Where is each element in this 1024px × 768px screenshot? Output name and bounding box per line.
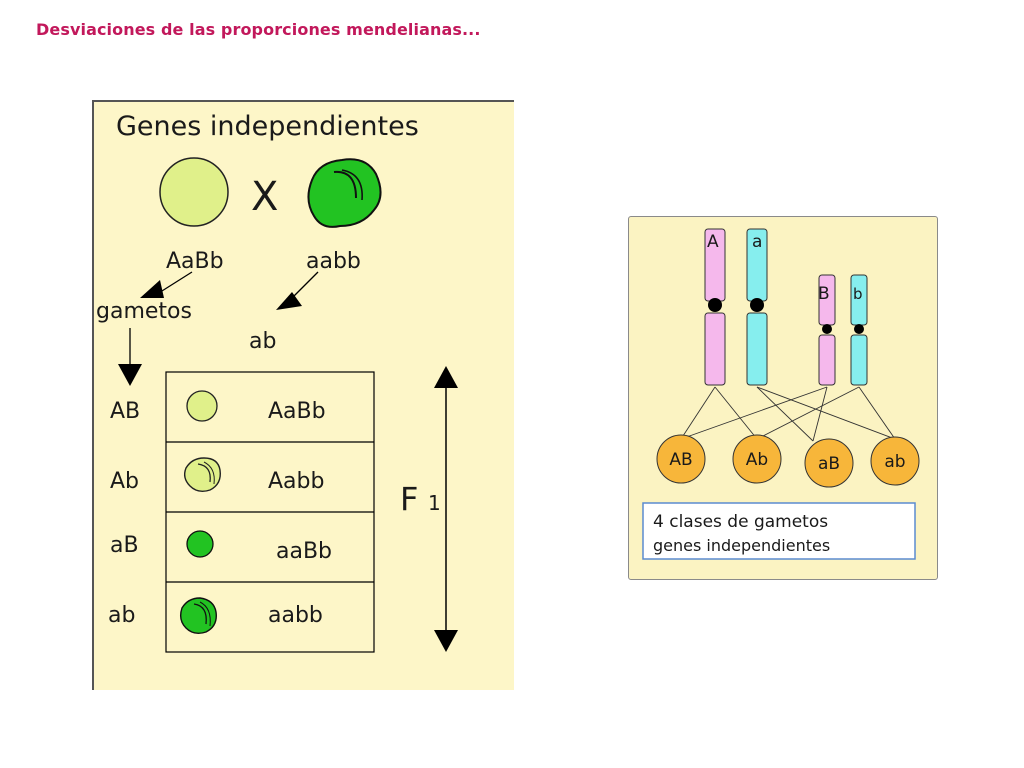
chromosome-icon	[704, 228, 726, 386]
parent2-gamete: ab	[249, 329, 276, 354]
gamete-label: AB	[669, 450, 692, 470]
parent1-genotype: AaBb	[166, 249, 224, 274]
row-gamete: ab	[108, 603, 135, 628]
gamete-formation-panel: A a B b	[628, 216, 938, 580]
chromosome-label: b	[853, 285, 863, 303]
chromosome-label: a	[752, 232, 762, 252]
wrinkled-green-seed-icon	[179, 597, 217, 635]
round-yellow-seed-icon	[186, 390, 218, 422]
chromosome-label: B	[818, 284, 830, 304]
arrow-down-icon	[276, 292, 302, 310]
caption-box	[642, 502, 916, 560]
arrow-down-icon	[118, 364, 142, 386]
row-genotype: aaBb	[276, 539, 332, 564]
caption-line-2: genes independientes	[653, 536, 830, 555]
gamete-label: Ab	[746, 450, 768, 470]
row-genotype: Aabb	[268, 469, 324, 494]
gametos-label: gametos	[96, 299, 192, 324]
chromosome-icon	[818, 274, 836, 386]
gamete-label: ab	[884, 452, 905, 472]
gamete-circle	[870, 436, 920, 486]
parent2-genotype: aabb	[306, 249, 361, 274]
gamete-label: aB	[818, 454, 840, 474]
panel-heading: Genes independientes	[116, 111, 419, 142]
gamete-circle	[732, 434, 782, 484]
double-arrow-vertical-icon	[434, 366, 458, 652]
arrow-down-icon	[140, 280, 164, 298]
generation-subscript: 1	[428, 491, 441, 515]
gamete-circle	[804, 438, 854, 488]
chromosome-icon	[746, 228, 768, 386]
chromosome-icon	[850, 274, 868, 386]
caption-line-1: 4 clases de gametos	[653, 512, 828, 532]
gamete-circle	[656, 434, 706, 484]
round-green-seed-icon	[186, 530, 214, 558]
arrow-to-ab	[289, 271, 319, 301]
generation-label: F	[400, 480, 418, 518]
wrinkled-yellow-seed-icon	[183, 457, 221, 493]
cross-diagram-panel: Genes independientes X AaBb aabb gametos…	[92, 100, 514, 690]
slide-title: Desviaciones de las proporciones mendeli…	[36, 20, 481, 39]
parent1-seed-icon	[159, 157, 229, 227]
row-genotype: aabb	[268, 603, 323, 628]
segregation-lines	[680, 386, 896, 442]
row-genotype: AaBb	[268, 399, 326, 424]
row-gamete: aB	[110, 533, 139, 558]
chromosome-label: A	[707, 232, 719, 252]
row-gamete: Ab	[110, 469, 139, 494]
row-gamete-ab-upper: AB	[110, 399, 140, 424]
cross-symbol: X	[251, 174, 278, 220]
gamete-diagram: A a B b	[642, 228, 920, 560]
cross-diagram: Genes independientes X AaBb aabb gametos…	[96, 111, 458, 653]
parent2-seed-icon	[307, 158, 382, 228]
